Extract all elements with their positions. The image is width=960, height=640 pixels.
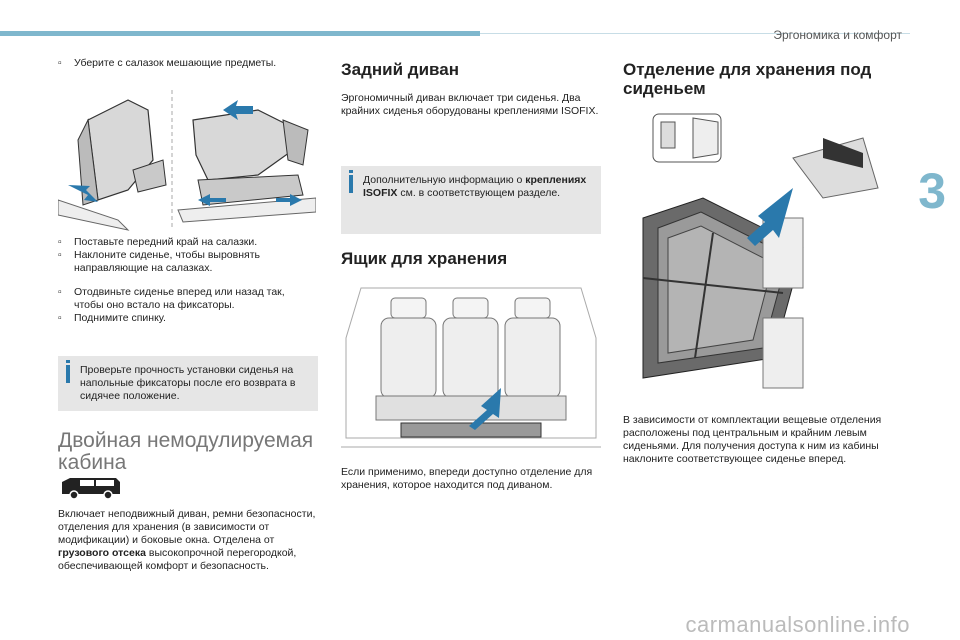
seat-rails-illustration: [57, 80, 317, 232]
isofix-note: Дополнительную информацию о креплениях I…: [341, 166, 601, 234]
info-icon: [349, 170, 353, 173]
header-accent-bar: [0, 31, 480, 36]
watermark: carmanualsonline.info: [685, 612, 910, 637]
bullet-item: ▫Наклоните сиденье, чтобы выровнять напр…: [58, 249, 260, 274]
info-icon: [66, 360, 70, 363]
bullet-item: ▫Отодвиньте сиденье вперед или назад так…: [58, 286, 285, 311]
bullet-item: ▫Поднимите спинку.: [58, 312, 166, 324]
rear-bench-storage-illustration: [341, 278, 601, 450]
under-seat-storage-paragraph: В зависимости от комплектации вещевые от…: [623, 414, 882, 465]
bullet-item: ▫ Уберите с салазок мешающие предметы.: [58, 57, 277, 69]
bullet-list-b: ▫Отодвиньте сиденье вперед или назад так…: [58, 286, 314, 325]
checkbox-bullet-icon: ▫: [58, 286, 62, 298]
checkbox-bullet-icon: ▫: [58, 236, 62, 248]
van-icon: [58, 476, 124, 500]
under-seat-storage-illustration: [623, 108, 883, 400]
bullet-item: ▫Поставьте передний край на салазки.: [58, 236, 258, 248]
section-title-rear-bench: Задний диван: [341, 60, 459, 79]
page-header-title: Эргономика и комфорт: [773, 28, 902, 42]
bullet-list-a: ▫Поставьте передний край на салазки. ▫На…: [58, 236, 308, 275]
storage-box-caption: Если применимо, впереди доступно отделен…: [341, 466, 593, 491]
chapter-number: 3: [918, 163, 946, 219]
double-cab-description: Включает неподвижный диван, ремни безопа…: [58, 508, 316, 572]
section-title-double-cab: Двойная немодулируемая кабина: [58, 429, 314, 474]
checkbox-bullet-icon: ▫: [58, 312, 62, 324]
header-rule: [480, 33, 910, 34]
section-title-storage-box: Ящик для хранения: [341, 249, 508, 268]
info-note: Проверьте прочность установки сиденья на…: [58, 356, 318, 411]
rear-bench-paragraph: Эргономичный диван включает три сиденья.…: [341, 92, 599, 117]
section-title-under-seat-storage: Отделение для хранения под сиденьем: [623, 60, 872, 98]
checkbox-bullet-icon: ▫: [58, 249, 62, 261]
checkbox-bullet-icon: ▫: [58, 57, 62, 69]
